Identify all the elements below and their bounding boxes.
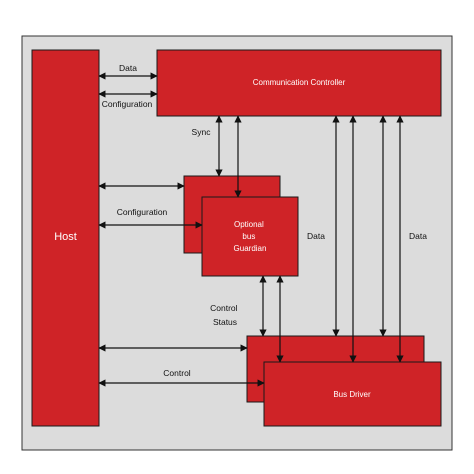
control-label: Control	[163, 368, 191, 378]
bus-driver-label: Bus Driver	[333, 390, 371, 399]
data-label-left: Data	[307, 231, 325, 241]
data-label-right: Data	[409, 231, 427, 241]
bus-guardian-label-line3: Guardian	[234, 244, 267, 253]
sync-label: Sync	[192, 127, 212, 137]
configuration-label-bg: Configuration	[117, 207, 168, 217]
control-status-label-line2: Status	[213, 317, 237, 327]
communication-controller-block	[156, 49, 442, 117]
bus-guardian-label-line1: Optional	[234, 220, 264, 229]
host-block	[31, 49, 100, 427]
host-label: Host	[54, 231, 77, 243]
control-status-label-line1: Control	[210, 303, 238, 313]
communication-controller-label: Communication Controller	[253, 78, 346, 87]
control-status-label: Control Status	[210, 303, 240, 327]
bus-guardian-label-line2: bus	[242, 232, 255, 241]
bus-guardian-block	[201, 196, 299, 277]
bus-guardian-label: Optional bus Guardian	[234, 220, 267, 253]
configuration-label-cc: Configuration	[102, 99, 153, 109]
data-label-host: Data	[119, 63, 137, 73]
bus-driver-block	[263, 361, 442, 427]
